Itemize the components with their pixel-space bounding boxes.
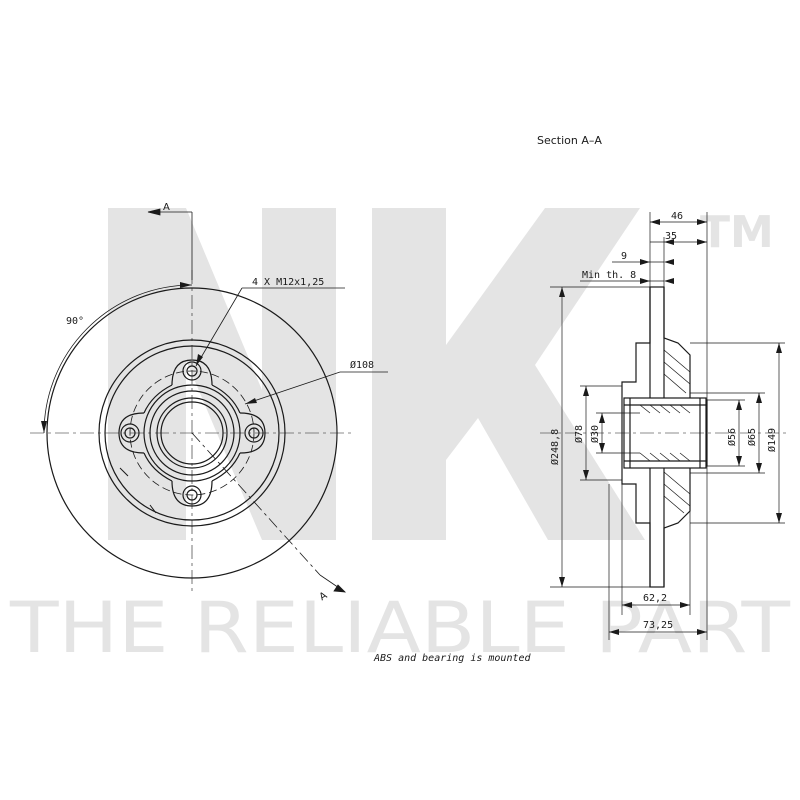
section-dimension-lines <box>550 212 785 640</box>
section-title: Section A–A <box>537 134 602 147</box>
angle-dimension <box>41 282 193 434</box>
dim-dia-30: Ø30 <box>589 425 601 443</box>
bolt-callout-leader <box>195 287 345 367</box>
section-marker-top: A <box>163 202 170 213</box>
dimension-arrowheads <box>559 219 782 635</box>
dim-dia-56: Ø56 <box>726 428 738 446</box>
trademark-label: TM <box>700 207 774 258</box>
angle-label: 90° <box>66 316 84 327</box>
dim-dia-65: Ø65 <box>746 428 758 446</box>
dim-dia-78: Ø78 <box>573 425 585 443</box>
bolt-callout-label: 4 X M12x1,25 <box>252 277 324 288</box>
mounting-note: ABS and bearing is mounted <box>373 653 532 664</box>
dim-46: 46 <box>671 211 683 222</box>
section-marker-bottom: A <box>318 590 330 603</box>
dim-dia-248: Ø248,8 <box>549 429 561 465</box>
front-view-tick-marks <box>119 467 157 514</box>
dim-62-2: 62,2 <box>643 593 667 604</box>
dim-73-25: 73,25 <box>643 620 673 631</box>
dim-min-thickness: Min th. 8 <box>582 270 636 281</box>
pcd-label: Ø108 <box>350 359 374 371</box>
pcd-leader <box>244 371 388 405</box>
dim-9: 9 <box>621 251 627 262</box>
dim-35: 35 <box>665 231 677 242</box>
section-line-a-a <box>147 208 347 593</box>
disc-section-view <box>621 286 708 588</box>
dim-dia-149: Ø149 <box>766 428 778 452</box>
brand-tagline: THE RELIABLE PART <box>9 587 790 669</box>
